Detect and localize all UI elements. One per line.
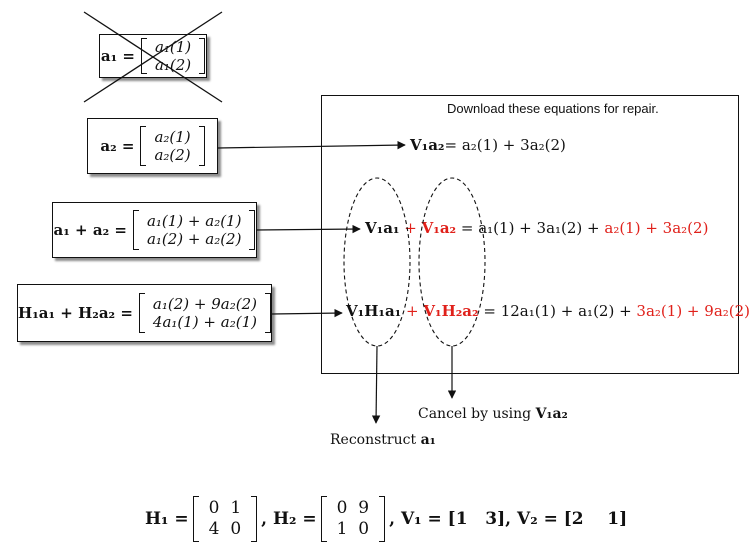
arrow-sum bbox=[255, 224, 361, 234]
h2-cell: 1 bbox=[336, 519, 348, 539]
eq3-rhs: = 12a₁(1) + a₁(2) + bbox=[478, 302, 637, 320]
equation-3: V₁H₁a₁ + V₁H₂a₂ = 12a₁(1) + a₁(2) + 3a₂(… bbox=[346, 302, 750, 320]
eq3-plus: + bbox=[401, 302, 424, 320]
sum-box-lhs: a₁ + a₂ = bbox=[53, 221, 127, 239]
a1-box-row2: a₁(2) bbox=[154, 56, 192, 74]
crossed-out-a1-box: a₁ = a₁(1)a₁(2) bbox=[99, 34, 207, 78]
h-sum-box-lhs: H₁a₁ + H₂a₂ = bbox=[18, 304, 133, 322]
h1-cell: 0 bbox=[230, 519, 242, 539]
h-sum-box-row1: a₁(2) + 9a₂(2) bbox=[152, 295, 257, 313]
h1-lhs: H₁ = bbox=[145, 509, 189, 529]
panel-note: Download these equations for repair. bbox=[447, 101, 659, 116]
h2-lhs: , H₂ = bbox=[261, 509, 317, 529]
arrow-a2 bbox=[217, 140, 406, 150]
a1-box-row1: a₁(1) bbox=[154, 38, 192, 56]
eq2-term2: V₁a₂ bbox=[421, 219, 457, 237]
eq2-rhs: = a₁(1) + 3a₁(2) + bbox=[456, 219, 605, 237]
h2-matrix: 0 9 1 0 bbox=[320, 496, 386, 542]
cancel-label: Cancel by using V₁a₂ bbox=[418, 406, 568, 422]
h2-cell: 9 bbox=[358, 498, 370, 518]
eq2-term1: V₁a₁ bbox=[365, 219, 400, 237]
reconstruct-label-prefix: Reconstruct bbox=[330, 432, 421, 448]
h-sum-box: H₁a₁ + H₂a₂ = a₁(2) + 9a₂(2)4a₁(1) + a₂(… bbox=[17, 284, 272, 342]
eq3-rhs-red: 3a₂(1) + 9a₂(2) bbox=[636, 302, 751, 320]
sum-box: a₁ + a₂ = a₁(1) + a₂(1)a₁(2) + a₂(2) bbox=[52, 202, 257, 258]
a2-box-row2: a₂(2) bbox=[154, 146, 191, 164]
eq3-term1: V₁H₁a₁ bbox=[346, 302, 402, 320]
h1-cell: 0 bbox=[208, 498, 220, 518]
cross-out-line bbox=[83, 11, 223, 103]
h1-cell: 1 bbox=[230, 498, 242, 518]
sum-box-row2: a₁(2) + a₂(2) bbox=[146, 230, 242, 248]
eq1-lhs: V₁a₂ bbox=[410, 136, 445, 154]
a2-box: a₂ = a₂(1)a₂(2) bbox=[87, 118, 218, 174]
sum-box-row1: a₁(1) + a₂(1) bbox=[146, 212, 242, 230]
arrow-reconstruct bbox=[371, 345, 381, 424]
reconstruct-label: Reconstruct a₁ bbox=[330, 432, 436, 448]
h-sum-box-row2: 4a₁(1) + a₂(1) bbox=[152, 313, 257, 331]
cancel-label-prefix: Cancel by using bbox=[418, 406, 536, 422]
repair-equations-panel bbox=[321, 95, 739, 374]
h1-matrix: 0 1 4 0 bbox=[192, 496, 258, 542]
h1-cell: 4 bbox=[208, 519, 220, 539]
eq1-rhs: = a₂(1) + 3a₂(2) bbox=[444, 136, 566, 154]
bottom-definitions: H₁ = 0 1 4 0 , H₂ = 0 9 1 0 , V₁ = [1 3]… bbox=[145, 496, 627, 542]
a1-box-lhs: a₁ = bbox=[100, 47, 135, 65]
reconstruct-ellipse bbox=[343, 177, 411, 347]
eq2-plus: + bbox=[399, 219, 422, 237]
eq3-term2: V₁H₂a₂ bbox=[423, 302, 479, 320]
v-definitions: , V₁ = [1 3], V₂ = [2 1] bbox=[389, 509, 628, 529]
arrow-hsum bbox=[271, 308, 343, 318]
cancel-label-term: V₁a₂ bbox=[535, 406, 568, 422]
h2-cell: 0 bbox=[358, 519, 370, 539]
equation-1: V₁a₂= a₂(1) + 3a₂(2) bbox=[410, 136, 566, 154]
h2-cell: 0 bbox=[336, 498, 348, 518]
a2-box-row1: a₂(1) bbox=[154, 128, 191, 146]
eq2-rhs-red: a₂(1) + 3a₂(2) bbox=[604, 219, 709, 237]
reconstruct-label-term: a₁ bbox=[420, 432, 436, 448]
equation-2: V₁a₁ + V₁a₂ = a₁(1) + 3a₁(2) + a₂(1) + 3… bbox=[365, 219, 708, 237]
cancel-ellipse bbox=[418, 177, 486, 347]
a2-box-lhs: a₂ = bbox=[100, 137, 135, 155]
